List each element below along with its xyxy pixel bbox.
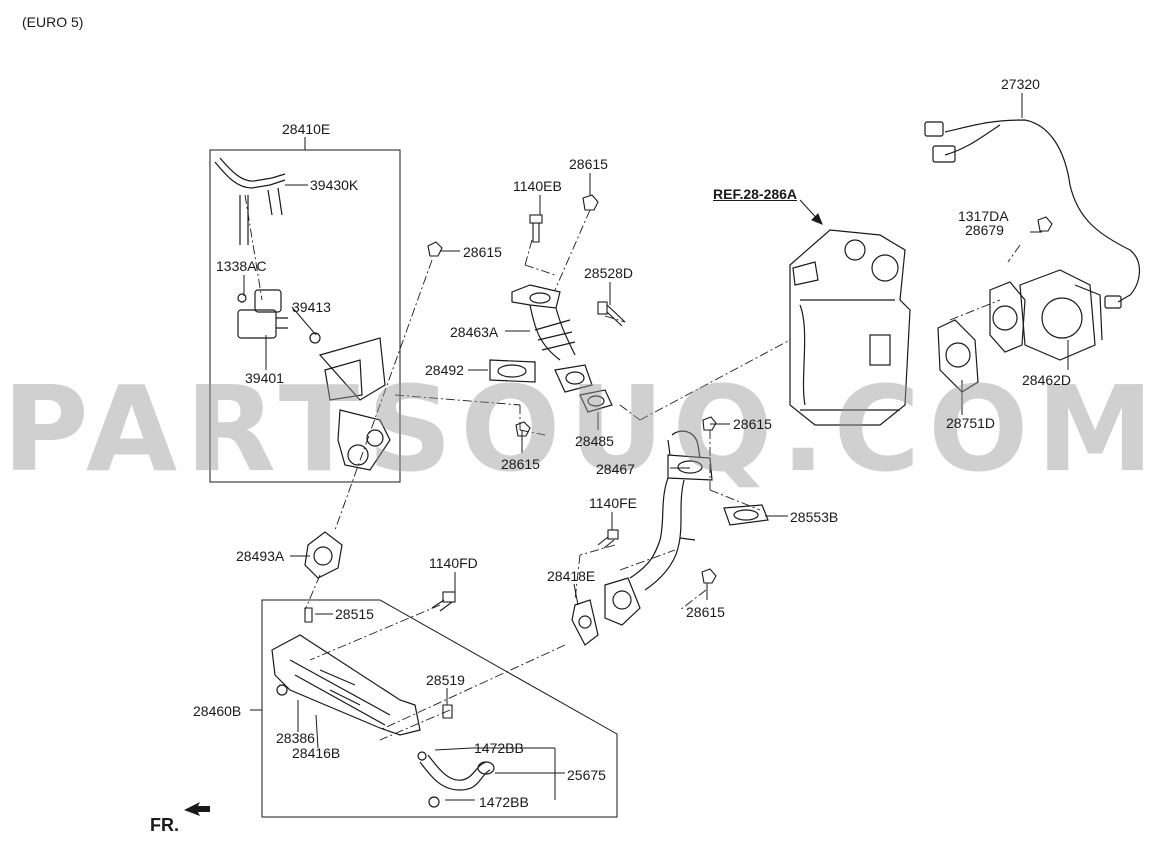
gasket-28485 <box>579 389 613 413</box>
gasket-28492 <box>489 359 536 383</box>
front-orientation-label: FR. <box>150 815 179 835</box>
callout-39401[interactable]: 39401 <box>245 370 284 386</box>
hose-25675 <box>417 751 495 808</box>
callout-28493A[interactable]: 28493A <box>236 548 285 564</box>
catalytic-converter-ref <box>789 229 911 426</box>
engine-variant-label: (EURO 5) <box>22 14 84 30</box>
callout-25675[interactable]: 25675 <box>567 767 606 783</box>
callout-28615-a[interactable]: 28615 <box>463 244 502 260</box>
callout-28528D[interactable]: 28528D <box>584 265 634 281</box>
nut-28615-d <box>702 416 717 431</box>
egr-valve-28462D <box>989 269 1103 361</box>
reference-link-28-286A[interactable]: REF.28-286A <box>713 186 798 202</box>
callout-28553B[interactable]: 28553B <box>790 509 839 525</box>
callout-28386[interactable]: 28386 <box>276 730 315 746</box>
callout-28485[interactable]: 28485 <box>575 433 614 449</box>
callout-28410E[interactable]: 28410E <box>282 121 331 137</box>
bolt-28528D <box>597 301 626 327</box>
solenoid-valve <box>237 289 321 344</box>
callout-28492[interactable]: 28492 <box>425 362 464 378</box>
gasket-28553B <box>723 504 769 526</box>
callout-28519[interactable]: 28519 <box>426 672 465 688</box>
callout-28615-b[interactable]: 28615 <box>569 156 608 172</box>
nut-28615-b <box>582 194 599 211</box>
gasket-28493A <box>304 531 343 579</box>
callout-1338AC[interactable]: 1338AC <box>216 258 267 274</box>
egr-pipe-28463A <box>511 284 593 393</box>
callout-1140EB[interactable]: 1140EB <box>513 178 562 194</box>
callout-1140FE[interactable]: 1140FE <box>589 495 637 511</box>
callout-28615-c[interactable]: 28615 <box>501 456 540 472</box>
nut-28615-e <box>701 568 717 584</box>
bolt-1140FD <box>431 591 456 612</box>
egr-valve-bracket <box>318 337 391 471</box>
callout-28615-d[interactable]: 28615 <box>733 416 772 432</box>
gasket-28418E <box>571 599 599 646</box>
callout-39413[interactable]: 39413 <box>292 299 331 315</box>
callout-1317DA[interactable]: 1317DA <box>958 208 1009 224</box>
nut-1317DA <box>1037 216 1053 232</box>
nut-28615-c <box>515 421 531 437</box>
stud-28519 <box>442 704 453 719</box>
callout-28418E[interactable]: 28418E <box>547 568 596 584</box>
reference-arrow <box>799 199 823 225</box>
callout-28467[interactable]: 28467 <box>596 461 635 477</box>
stud-28515 <box>304 607 313 623</box>
callout-27320[interactable]: 27320 <box>1001 76 1040 92</box>
callout-28615-e[interactable]: 28615 <box>686 604 725 620</box>
callout-28515[interactable]: 28515 <box>335 606 374 622</box>
front-direction-arrow-icon <box>184 802 210 816</box>
callout-1472BB-a[interactable]: 1472BB <box>474 740 524 756</box>
callout-1140FD[interactable]: 1140FD <box>429 555 478 571</box>
callout-28679[interactable]: 28679 <box>965 222 1004 238</box>
callout-1472BB-b[interactable]: 1472BB <box>479 794 529 810</box>
gasket-28751D <box>937 319 979 393</box>
bolt-1140EB <box>529 214 543 243</box>
group-frame-28460B <box>261 599 618 818</box>
vacuum-hose <box>214 157 286 245</box>
callout-28460B[interactable]: 28460B <box>193 703 242 719</box>
bolt-1140FE <box>597 529 619 549</box>
callout-28416B[interactable]: 28416B <box>292 745 341 761</box>
nut-28615-a <box>427 241 443 257</box>
callout-28463A[interactable]: 28463A <box>450 324 499 340</box>
callout-28751D[interactable]: 28751D <box>946 415 996 431</box>
egr-pipe-28467 <box>604 430 713 626</box>
callout-28462D[interactable]: 28462D <box>1022 372 1072 388</box>
callout-39430K[interactable]: 39430K <box>310 177 359 193</box>
egr-cooler-28460B <box>271 634 421 736</box>
sensor-harness-27320 <box>924 119 1140 309</box>
